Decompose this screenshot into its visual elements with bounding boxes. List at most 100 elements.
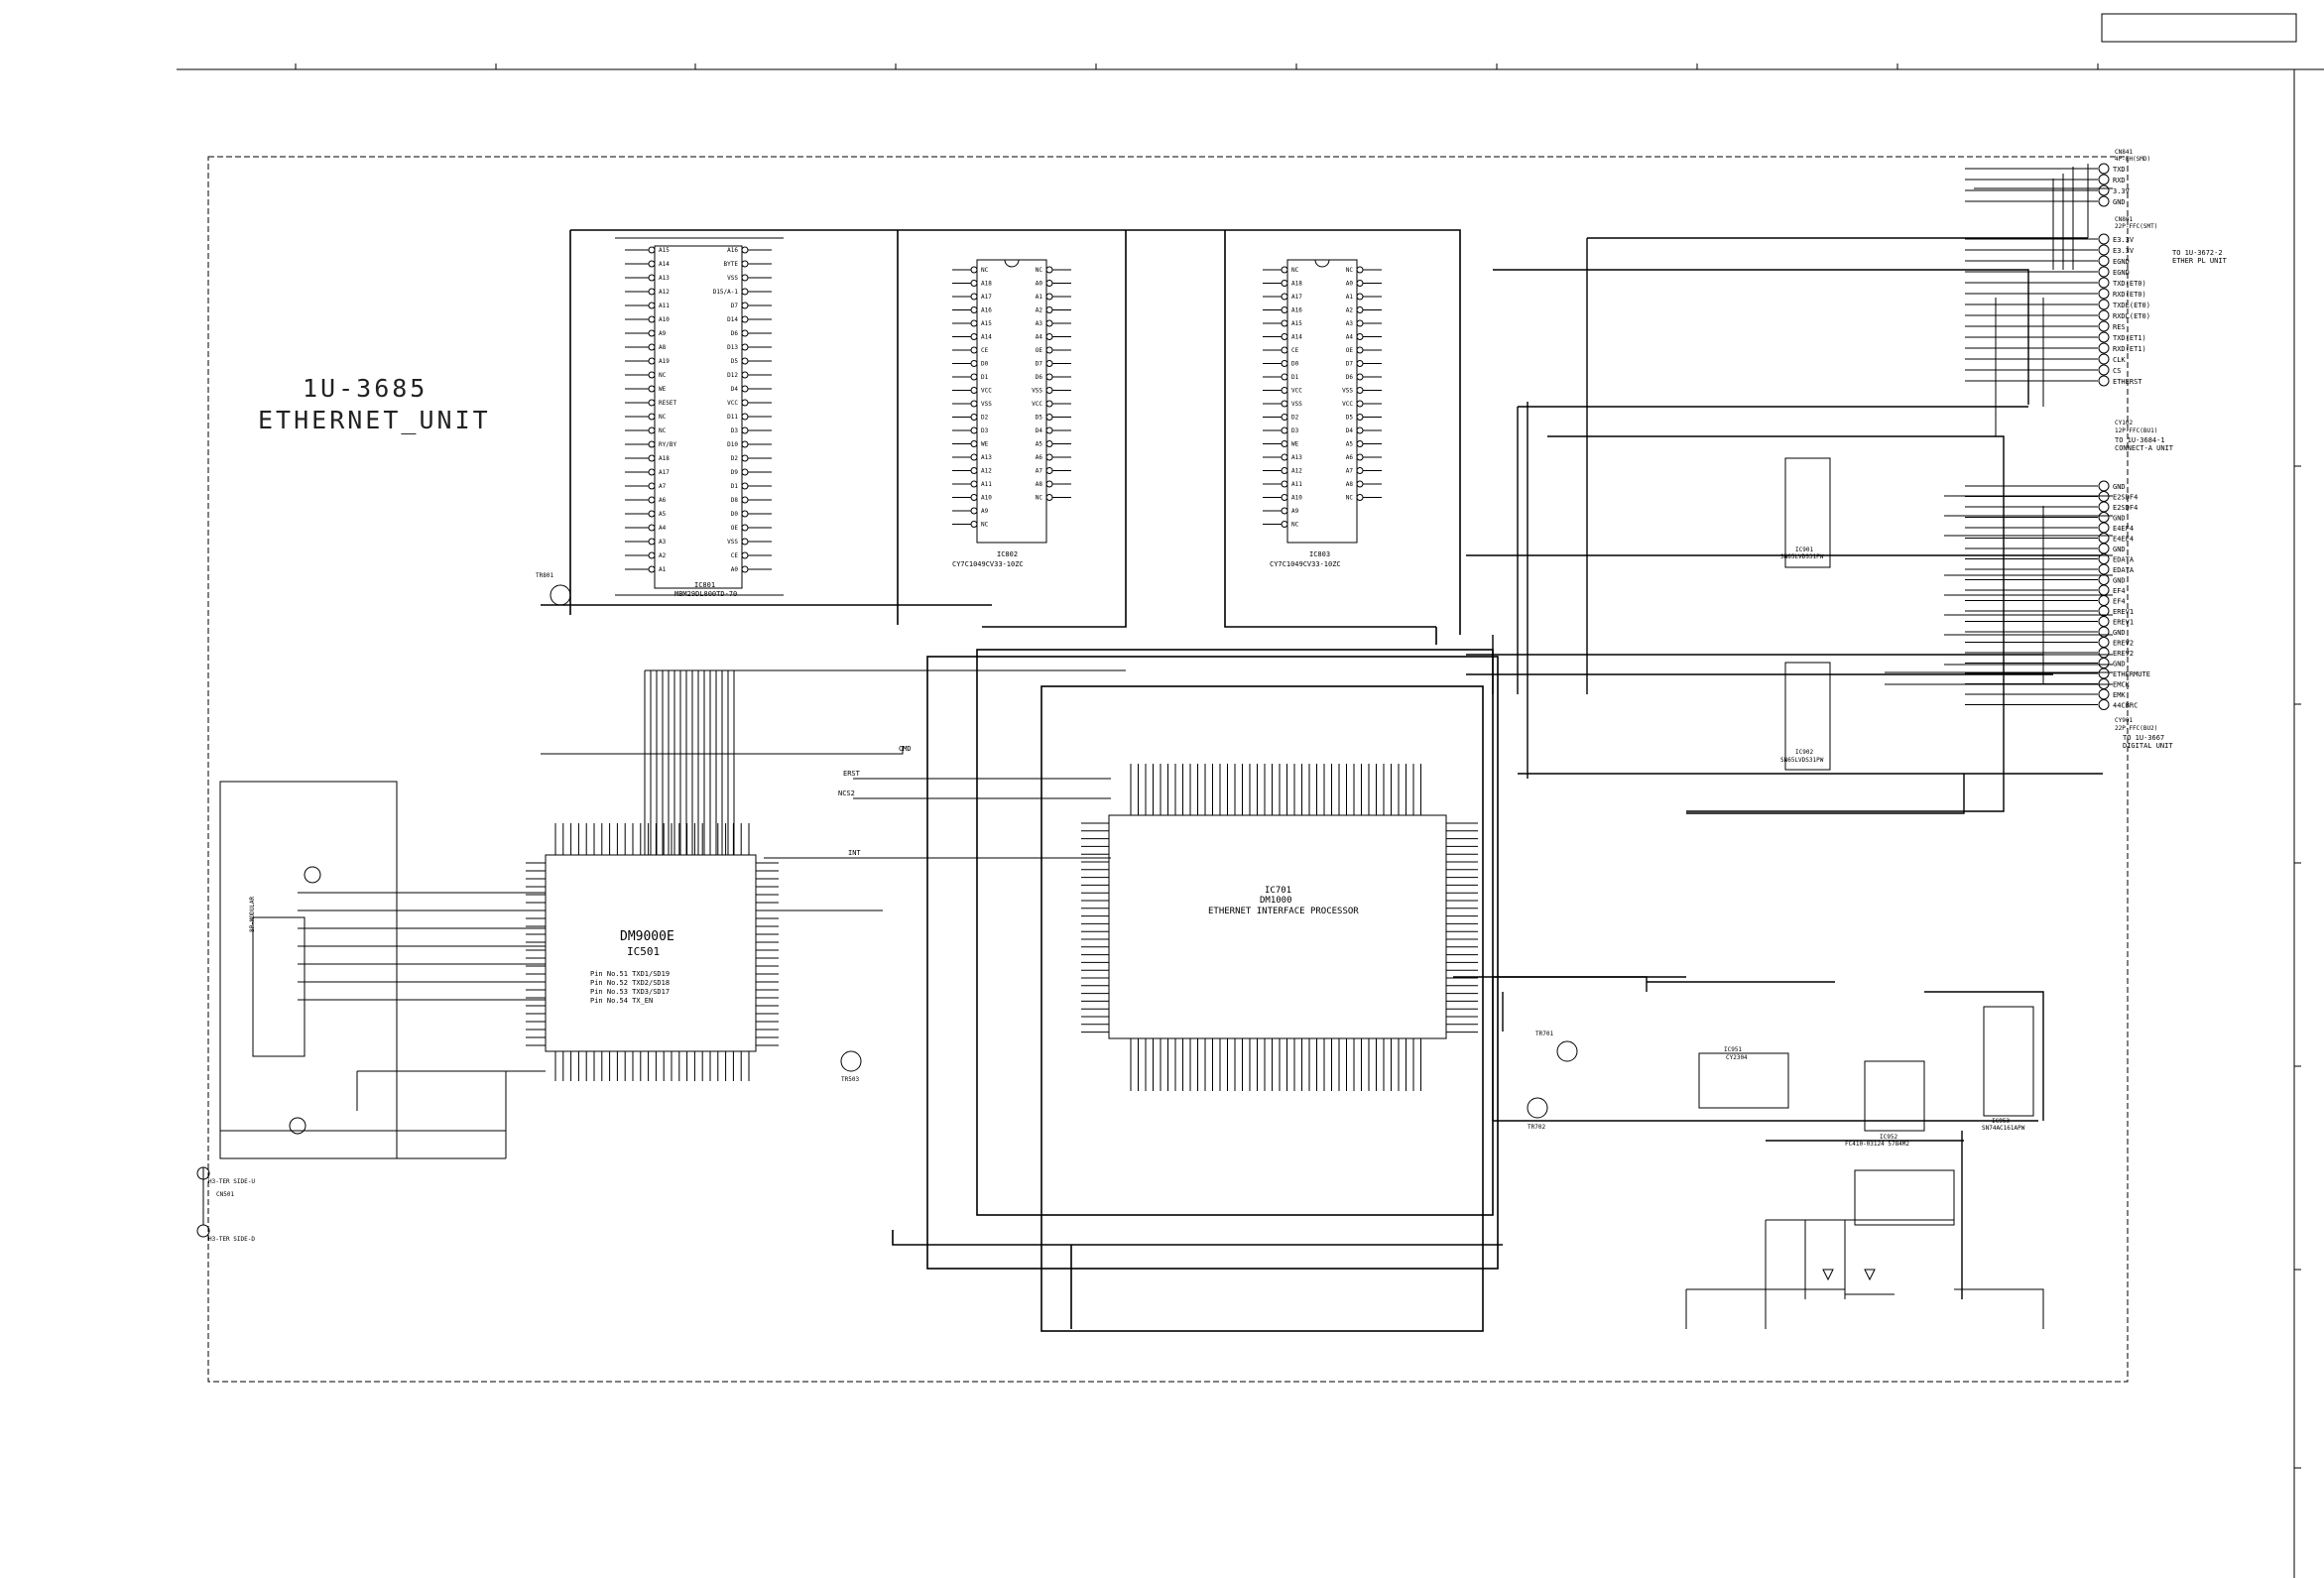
pin-label: A13 [981, 454, 992, 461]
conn-pin [2098, 668, 2110, 679]
conn-pin-label: TXD(ET0) [2113, 280, 2146, 288]
ic953 [1983, 1006, 2034, 1117]
pin-label: A6 [659, 497, 667, 504]
pin-circle [1356, 494, 1364, 501]
conn-pin-label: ETHERST [2113, 378, 2142, 386]
pin-circle [970, 319, 978, 327]
conn-pin-label: EREV1 [2113, 619, 2134, 627]
pin-label: A8 [659, 344, 667, 351]
conn-pin-label: EDATA [2113, 556, 2135, 564]
pin-circle [741, 357, 749, 365]
ic901-lvds [1784, 457, 1831, 568]
pin-circle [648, 426, 656, 434]
pin-circle [648, 551, 656, 559]
pin-label: NC [1036, 495, 1043, 502]
pin-label: D4 [731, 386, 739, 393]
pin-label: D14 [727, 316, 738, 323]
pin-circle [1045, 426, 1053, 434]
pin-circle [1045, 453, 1053, 461]
pin-label: A16 [1291, 307, 1302, 314]
ic952 [1864, 1060, 1925, 1132]
pin-circle [741, 329, 749, 337]
right-bus-lines [1453, 237, 2103, 1299]
pin-circle [1045, 373, 1053, 381]
ic801-ref: IC801 [694, 581, 715, 589]
pin-label: VSS [727, 539, 738, 546]
pin-circle [1045, 414, 1053, 421]
cy901-part: 22P-FFC(BU2) [2115, 725, 2157, 732]
ic951-ref: IC951 [1724, 1046, 1742, 1053]
pin-circle [1356, 293, 1364, 301]
dm-pin-1: Pin No.52 TXD2/SD18 [590, 979, 670, 987]
pin-label: D10 [727, 441, 738, 448]
conn-pin [2098, 699, 2110, 710]
conn-pin [2098, 375, 2110, 387]
pin-label: OE [731, 525, 739, 532]
pin-label: A6 [1346, 454, 1354, 461]
pin-circle [1281, 346, 1288, 354]
pin-circle [970, 414, 978, 421]
conn-pin-label: TXD [2113, 166, 2126, 174]
pin-label: A14 [1291, 334, 1302, 341]
ic902-part: SN65LVDS31PW [1780, 757, 1824, 764]
pin-circle [1356, 333, 1364, 340]
conn-pin [2098, 299, 2110, 310]
pin-circle [970, 521, 978, 528]
pin-label: BYTE [724, 261, 739, 268]
ic902-ref: IC902 [1795, 749, 1813, 756]
cy901-pins: EREV1EREV1GNDEREV2EREV2GNDETHERMUTEEMCKE… [1965, 605, 2150, 710]
ic802-ref: IC802 [997, 550, 1018, 558]
pin-circle [741, 399, 749, 407]
ic953-part: SN74AC161APW [1982, 1125, 2025, 1132]
pin-circle [648, 302, 656, 309]
pin-circle [648, 315, 656, 323]
pin-label: A6 [1036, 454, 1043, 461]
cy102-part: 12P-FFC(BU1) [2115, 427, 2157, 434]
pin-circle [648, 413, 656, 421]
h502-label: H3-TER SIDE-D [208, 1236, 255, 1243]
conn-pin [2098, 574, 2110, 585]
ic901-part: SN65LVDS31PW [1780, 553, 1824, 560]
conn-pin [2098, 184, 2110, 196]
pin-circle [1281, 453, 1288, 461]
pin-label: A16 [727, 247, 738, 254]
pin-label: A9 [1291, 508, 1299, 515]
tr701-label: TR701 [1535, 1031, 1553, 1037]
pin-circle [1281, 521, 1288, 528]
pin-label: A0 [1036, 281, 1043, 288]
sram803-left-pins: NCA18A17A16A15A14CED0D1VCCVSSD2D3WEA13A1… [1263, 266, 1302, 529]
pin-circle [970, 440, 978, 447]
pin-label: A18 [981, 281, 992, 288]
pin-label: A17 [1291, 294, 1302, 301]
conn-pin-label: CLK [2113, 356, 2126, 364]
pin-label: D3 [731, 427, 739, 434]
conn-pin-label: EMK [2113, 691, 2126, 699]
pin-label: A4 [1346, 334, 1354, 341]
ic701-dm1000 [1108, 814, 1447, 1039]
pin-label: CE [731, 552, 739, 559]
pin-circle [1356, 306, 1364, 313]
pin-circle [970, 333, 978, 340]
pin-label: D2 [1291, 415, 1299, 422]
connector-fan-lines [1885, 167, 2113, 685]
pin-circle [1356, 453, 1364, 461]
conn-pin [2098, 543, 2110, 554]
pin-circle [1356, 480, 1364, 488]
pin-circle [970, 507, 978, 515]
pin-label: D4 [1346, 427, 1354, 434]
pin-circle [741, 454, 749, 462]
pin-circle [741, 565, 749, 573]
pin-circle [1281, 494, 1288, 501]
pin-circle [1356, 400, 1364, 408]
pin-label: A4 [659, 525, 667, 532]
pin-label: A8 [1346, 481, 1354, 488]
pin-label: NC [1036, 267, 1043, 274]
ic701-bus-frames [892, 649, 1503, 1332]
conn-pin-label: GND [2113, 198, 2126, 206]
conn-pin-label: EMCK [2113, 681, 2131, 689]
pin-circle [1281, 440, 1288, 447]
conn-pin-label: TXDL(ET0) [2113, 302, 2150, 309]
pin-label: D0 [981, 361, 989, 368]
pin-label: A13 [1291, 454, 1302, 461]
pin-circle [1281, 333, 1288, 340]
